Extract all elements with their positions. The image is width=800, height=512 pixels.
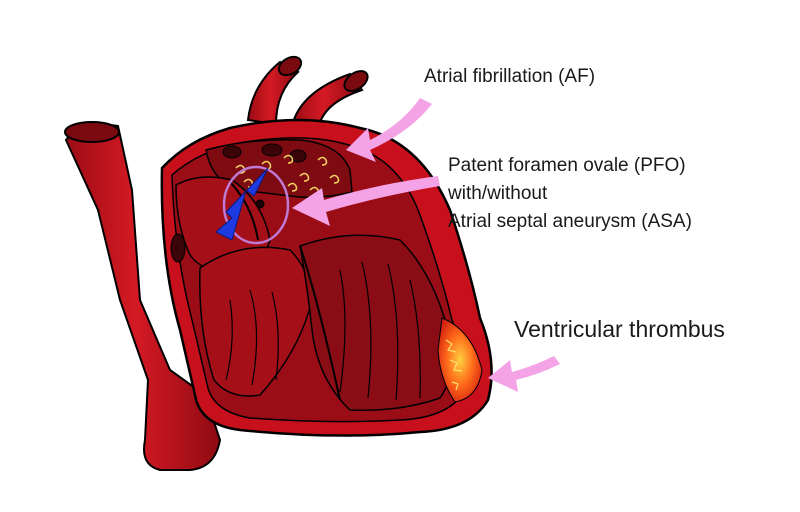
right-atrium — [170, 176, 271, 273]
vena-cava — [64, 121, 222, 471]
label-ventricular-thrombus: Ventricular thrombus — [514, 316, 725, 342]
label-pfo-line2: with/without — [448, 183, 548, 204]
thrombus-pointer-arrow — [488, 356, 560, 392]
af-pointer-arrow — [346, 98, 432, 162]
ventricular-thrombus — [437, 317, 483, 403]
shunt-arrow — [215, 167, 269, 241]
label-pfo-line3: Atrial septal aneurysm (ASA) — [448, 211, 692, 232]
label-atrial-fibrillation: Atrial fibrillation (AF) — [424, 66, 596, 87]
foramen-opening — [255, 199, 265, 209]
ventricles — [199, 234, 453, 411]
pfo-pointer-arrow — [292, 176, 440, 226]
great-vessels — [246, 55, 369, 134]
label-pfo-line1: Patent foramen ovale (PFO) — [448, 155, 686, 176]
pfo-circle — [222, 165, 290, 245]
left-atrium — [205, 138, 353, 199]
